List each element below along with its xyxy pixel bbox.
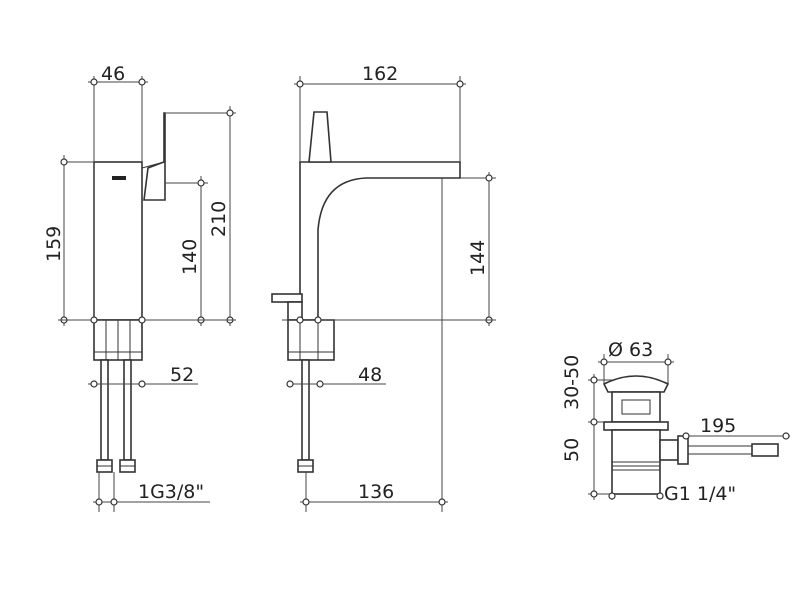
dim-162-label: 162 [362, 63, 398, 85]
drain-rod-end [751, 443, 779, 457]
front-view: 46 159 140 210 52 1G3/8" [43, 63, 236, 512]
dim-159-label: 159 [43, 226, 65, 262]
drain-cap [602, 375, 670, 393]
dim-144-label: 144 [467, 240, 489, 276]
dim-thread-label: 1G3/8" [138, 481, 204, 503]
dim-140-label: 140 [179, 239, 201, 275]
front-aerator [112, 176, 126, 180]
side-base [287, 319, 335, 361]
drain-upper-body [611, 391, 661, 423]
dim-48-label: 48 [358, 364, 382, 386]
dim-210-label: 210 [208, 201, 230, 237]
front-hose-left [100, 359, 109, 461]
front-body [93, 161, 143, 321]
drain-view: Ø 63 30-50 50 195 G1 1/4" [561, 339, 790, 505]
dim-195-label: 195 [700, 415, 736, 437]
side-pop-up-rod [271, 293, 303, 303]
dim-46-label: 46 [101, 63, 125, 85]
dim-52-label: 52 [170, 364, 194, 386]
dim-50-label: 50 [561, 438, 583, 462]
drain-flange [603, 421, 669, 431]
front-lever [143, 112, 166, 201]
front-lever-joint [141, 161, 165, 169]
dim-range-label: 30-50 [561, 355, 583, 410]
side-hose [301, 359, 310, 461]
dim-136-label: 136 [358, 481, 394, 503]
dim-diameter-label: Ø 63 [608, 339, 653, 361]
front-hose-right [123, 359, 132, 461]
side-body [299, 161, 461, 321]
side-lever [308, 111, 332, 163]
dim-drain-thread-label: G1 1/4" [664, 483, 736, 505]
side-view: 162 144 48 136 [271, 63, 496, 512]
drain-side-outlet [659, 439, 679, 461]
